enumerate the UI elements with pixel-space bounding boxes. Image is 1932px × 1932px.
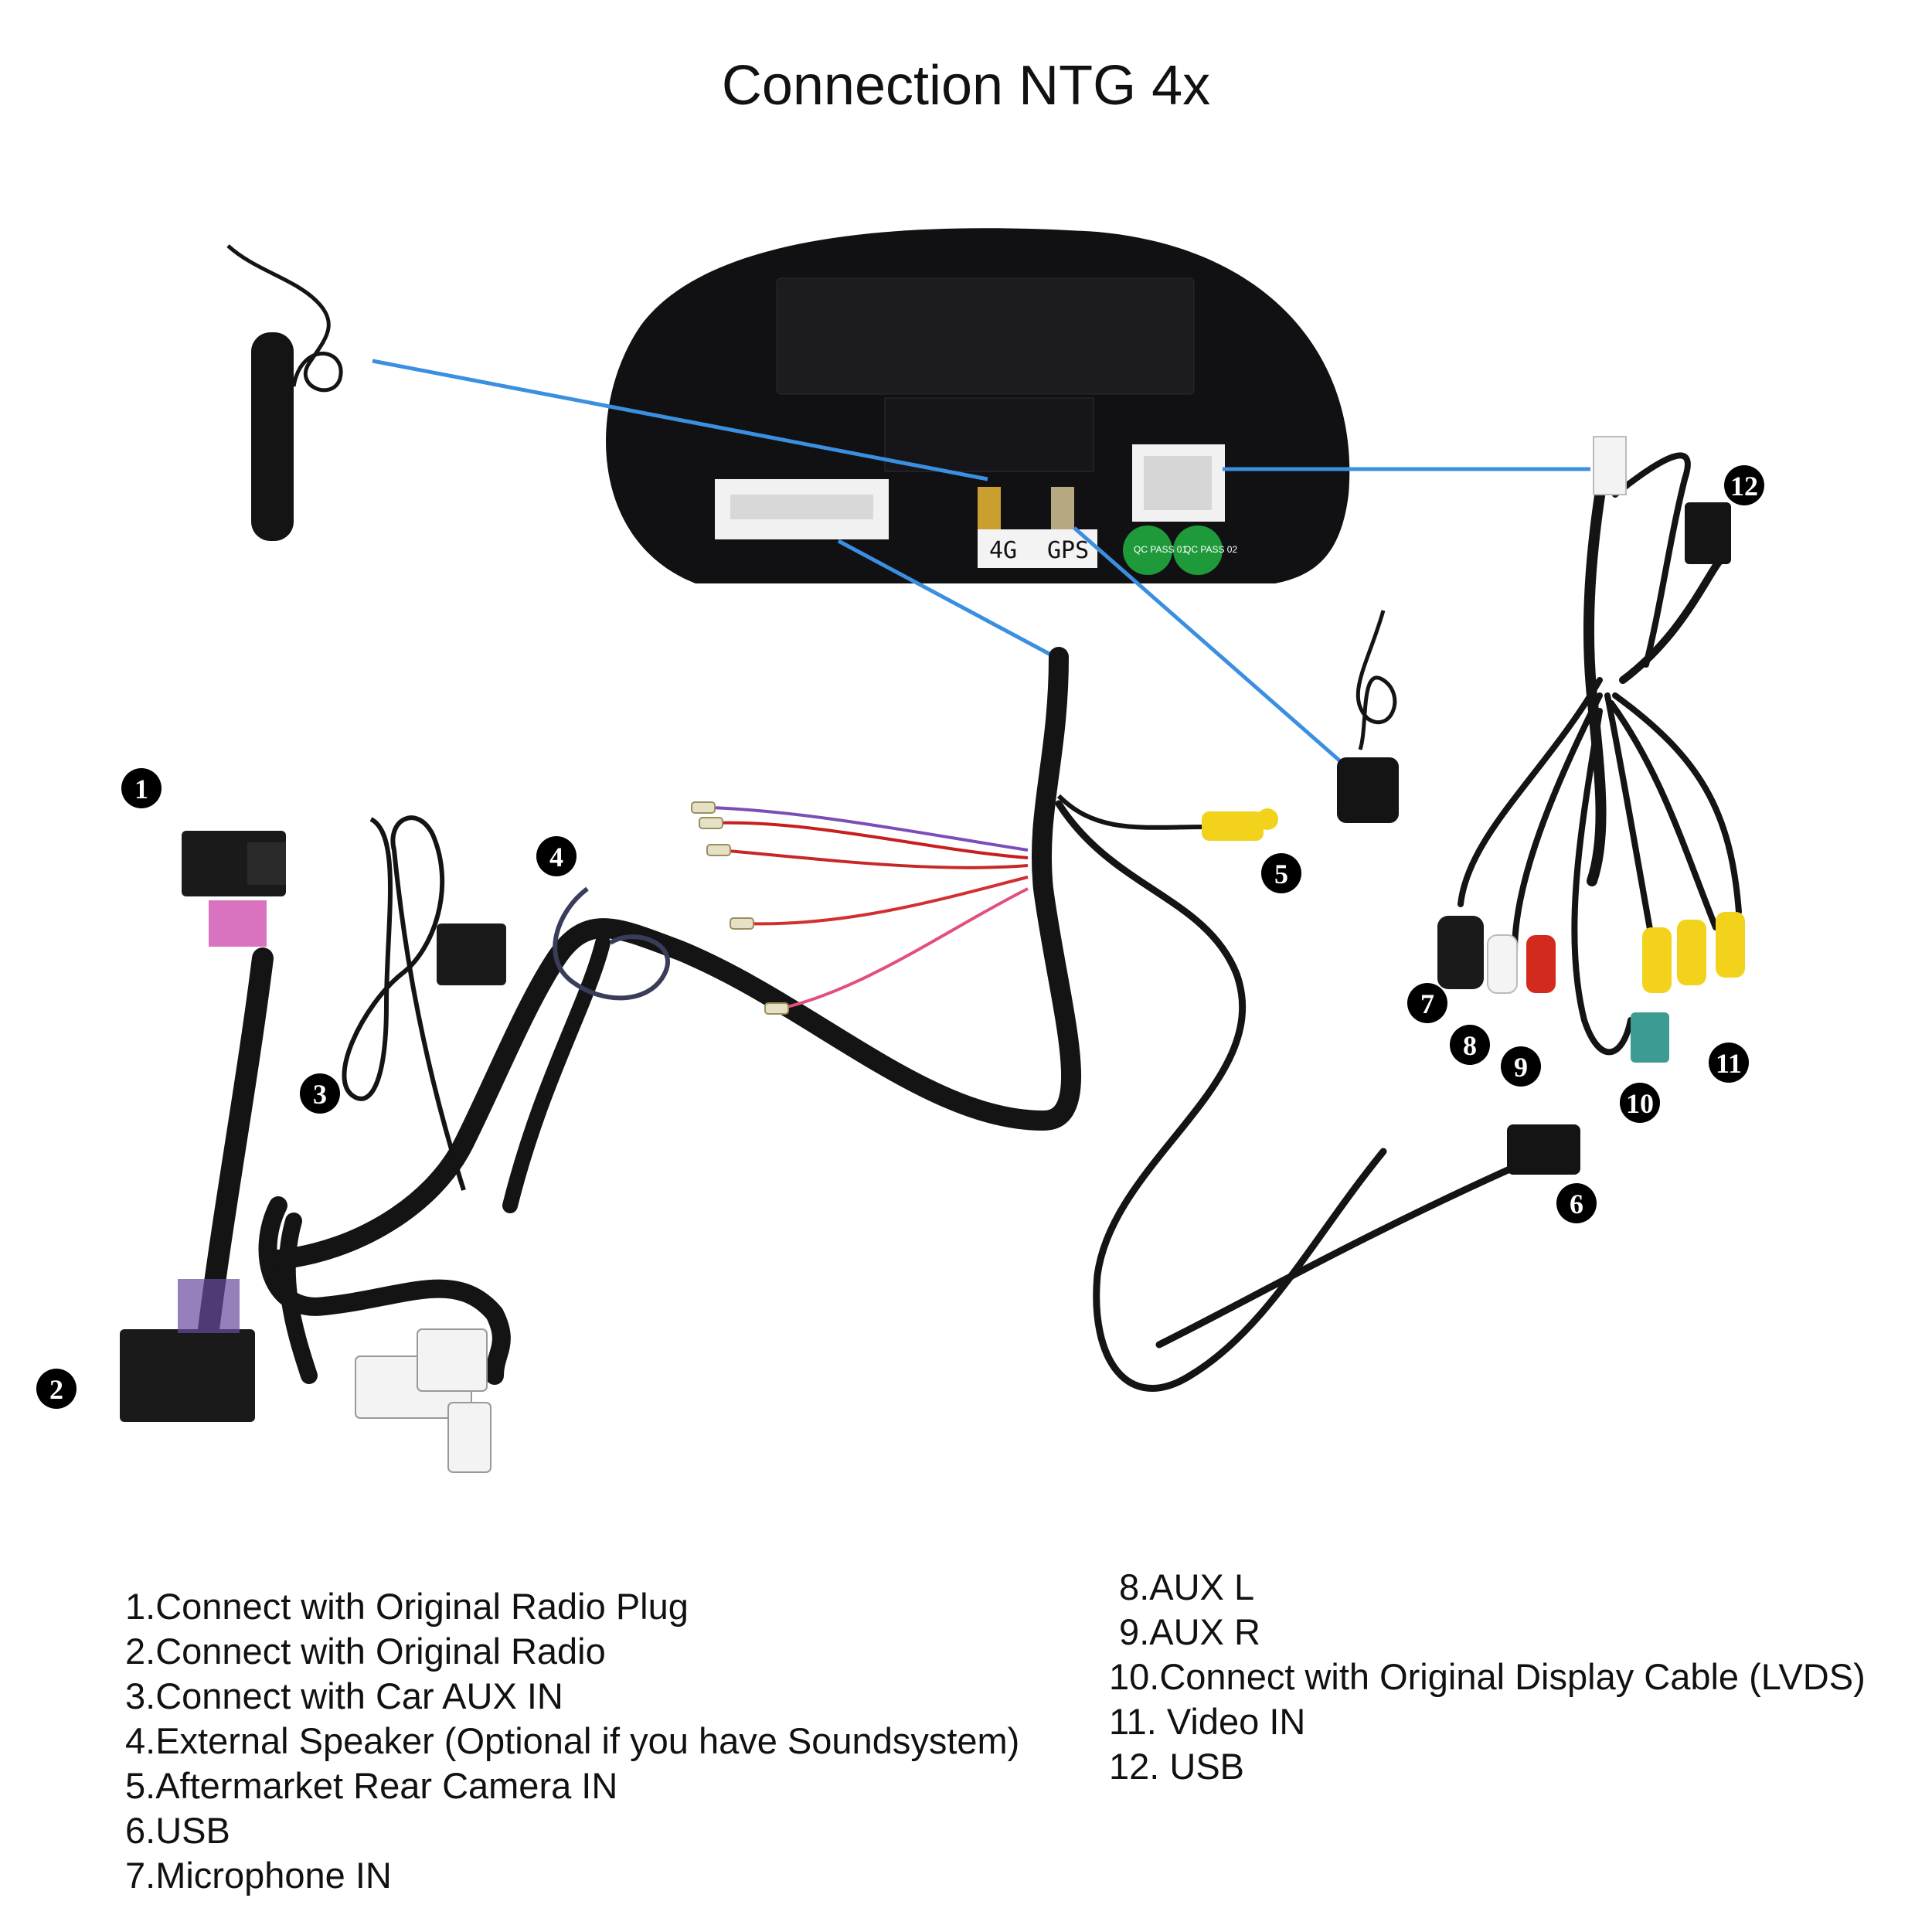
- legend-item-7: 7.Microphone IN: [125, 1855, 392, 1896]
- port-gps-label: GPS: [1047, 537, 1089, 564]
- legend-left: 1.Connect with Original Radio Plug 2.Con…: [125, 1584, 1019, 1898]
- legend-item-10: 10.Connect with Original Display Cable (…: [1109, 1656, 1866, 1697]
- svg-text:11: 11: [1716, 1048, 1742, 1079]
- legend-item-12: 12. USB: [1109, 1746, 1245, 1787]
- svg-text:10: 10: [1626, 1088, 1654, 1119]
- av-harness-plugs: [1437, 436, 1745, 1175]
- qc-stickers: QC PASS 01 QC PASS 02: [1123, 526, 1237, 575]
- svg-text:12: 12: [1730, 471, 1758, 502]
- svg-text:2: 2: [49, 1374, 63, 1405]
- marker-10: 10: [1620, 1083, 1660, 1123]
- legend-item-11: 11. Video IN: [1109, 1701, 1306, 1742]
- marker-6: 6: [1556, 1183, 1597, 1223]
- antenna-4g: [226, 244, 343, 541]
- legend-item-5: 5.Aftermarket Rear Camera IN: [125, 1765, 618, 1806]
- connection-lines: [372, 359, 1590, 767]
- marker-12: 12: [1724, 465, 1764, 505]
- diagram-title: Connection NTG 4x: [721, 55, 1211, 117]
- marker-4: 4: [536, 836, 577, 876]
- number-markers: 1 2 3 4 5 6 7 8 9 10 11 12: [36, 465, 1764, 1409]
- svg-text:7: 7: [1420, 988, 1434, 1019]
- legend-item-6: 6.USB: [125, 1810, 230, 1851]
- spade-terminals: [691, 801, 789, 1015]
- head-unit: 4G GPS QC PASS 01 QC PASS 02: [606, 228, 1350, 583]
- legend-right: 8.AUX L 9.AUX R 10.Connect with Original…: [1109, 1565, 1866, 1789]
- marker-5: 5: [1261, 853, 1301, 893]
- legend-item-9: 9.AUX R: [1109, 1611, 1260, 1652]
- legend-item-8: 8.AUX L: [1109, 1566, 1255, 1607]
- qc-sticker-2: QC PASS 02: [1184, 544, 1237, 555]
- svg-text:3: 3: [313, 1079, 327, 1110]
- main-connector-socket: [715, 479, 889, 539]
- legend-item-2: 2.Connect with Original Radio: [125, 1631, 606, 1672]
- original-radio-plug: [182, 831, 286, 947]
- marker-9: 9: [1501, 1046, 1541, 1087]
- svg-text:5: 5: [1274, 859, 1288, 889]
- marker-8: 8: [1450, 1025, 1490, 1065]
- speaker-connectors: [355, 1328, 492, 1473]
- svg-text:4: 4: [549, 842, 563, 872]
- antenna-ports: 4G GPS: [978, 487, 1097, 568]
- marker-3: 3: [300, 1073, 340, 1114]
- svg-text:9: 9: [1514, 1052, 1528, 1083]
- display-connector-socket: [1132, 444, 1225, 522]
- qc-sticker-1: QC PASS 01: [1134, 544, 1187, 555]
- svg-text:8: 8: [1463, 1030, 1477, 1061]
- marker-11: 11: [1709, 1043, 1749, 1083]
- antenna-gps: [1337, 610, 1399, 823]
- speaker-extension-cable: [553, 886, 670, 1001]
- aux-module: [437, 923, 506, 985]
- legend-item-1: 1.Connect with Original Radio Plug: [125, 1586, 689, 1627]
- rear-camera-rca: [1056, 794, 1278, 841]
- marker-1: 1: [121, 768, 162, 808]
- original-radio-socket: [120, 1279, 255, 1422]
- main-harness: [198, 647, 1519, 1392]
- svg-text:1: 1: [134, 774, 148, 804]
- marker-7: 7: [1407, 983, 1447, 1023]
- legend-item-4: 4.External Speaker (Optional if you have…: [125, 1720, 1020, 1761]
- marker-2: 2: [36, 1369, 77, 1409]
- svg-text:6: 6: [1570, 1189, 1583, 1219]
- legend-item-3: 3.Connect with Car AUX IN: [125, 1675, 563, 1716]
- aux-in-cable: [342, 815, 466, 1191]
- power-wires: [710, 806, 1029, 1010]
- port-4g-label: 4G: [989, 537, 1017, 564]
